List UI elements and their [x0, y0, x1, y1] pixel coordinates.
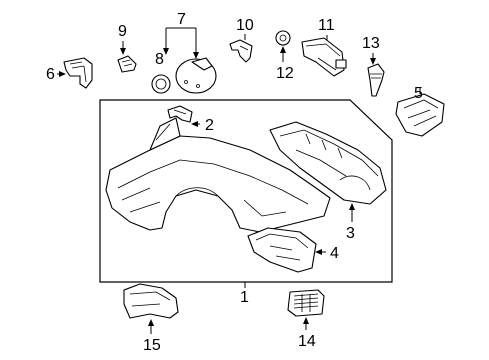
part-4-lower-extension[interactable] — [247, 227, 317, 273]
callout-12: 12 — [276, 65, 294, 82]
callout-13: 13 — [362, 35, 380, 52]
part-6-bracket-clip[interactable] — [63, 57, 93, 89]
part-12-grommet[interactable] — [275, 30, 291, 46]
callout-6: 6 — [46, 66, 55, 83]
part-9-bump-stop[interactable] — [117, 55, 137, 73]
callout-14: 14 — [298, 333, 316, 350]
part-5-support-bracket[interactable] — [395, 93, 445, 137]
callout-1: 1 — [240, 289, 249, 306]
callout-4: 4 — [330, 245, 339, 262]
callout-8: 8 — [155, 51, 164, 68]
part-1-quarter-panel[interactable] — [105, 135, 331, 233]
part-3-wheelhouse-inner[interactable] — [269, 121, 387, 205]
callout-5: 5 — [414, 85, 423, 102]
callout-10: 10 — [236, 17, 254, 34]
part-1-c-pillar[interactable] — [149, 117, 181, 151]
callout-3: 3 — [346, 225, 355, 242]
part-10-angle-bracket[interactable] — [229, 39, 253, 63]
part-13-push-clip[interactable] — [367, 63, 385, 97]
part-14-vent-grille[interactable] — [287, 289, 325, 317]
part-2-reinforcement[interactable] — [167, 105, 193, 123]
assembly-boundary — [99, 99, 393, 283]
callout-11: 11 — [318, 17, 335, 34]
callout-7: 7 — [177, 11, 186, 28]
part-11-actuator[interactable] — [301, 37, 347, 77]
part-7-fuel-door[interactable] — [175, 57, 217, 94]
callout-9: 9 — [118, 23, 127, 40]
callout-2: 2 — [205, 117, 214, 134]
part-8-fuel-door-housing[interactable] — [151, 74, 171, 94]
callout-15: 15 — [143, 337, 161, 354]
part-15-lower-bracket[interactable] — [123, 283, 179, 319]
